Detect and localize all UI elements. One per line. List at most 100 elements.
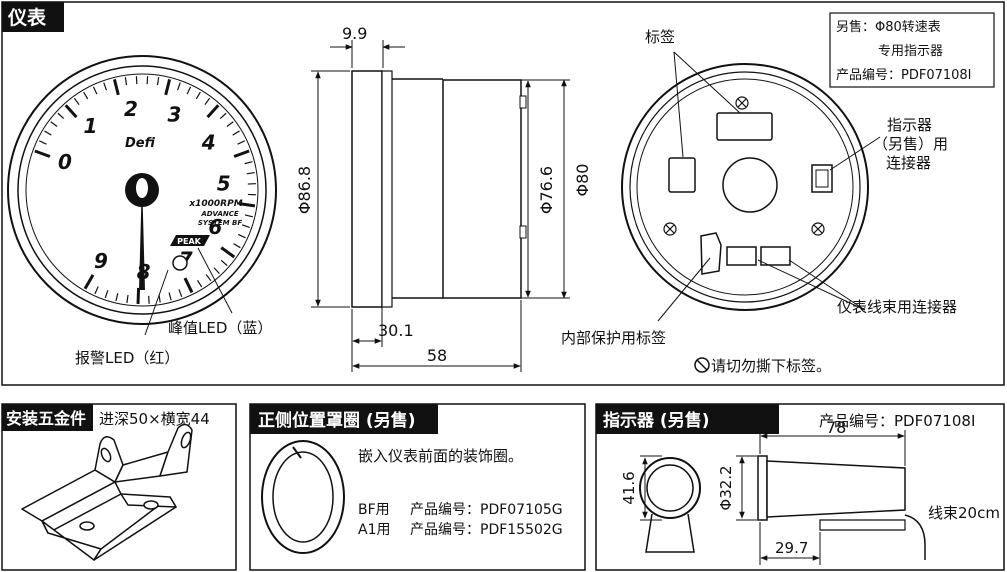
dial-tick bbox=[115, 293, 119, 302]
indicator-panel bbox=[595, 403, 1005, 571]
ring-bf-code: 产品编号：PDF07105G bbox=[410, 502, 563, 518]
gauge-side-view bbox=[311, 40, 570, 372]
note-box bbox=[829, 12, 995, 88]
dial-tick bbox=[44, 130, 52, 136]
ring-title-tag bbox=[250, 404, 438, 434]
gauge-back-view bbox=[621, 51, 881, 373]
dial-tick bbox=[197, 279, 203, 288]
dial-number: 5 bbox=[217, 172, 231, 196]
dial-number: 4 bbox=[201, 130, 216, 154]
dial-tick bbox=[237, 233, 246, 239]
prohibition-icon bbox=[694, 357, 710, 373]
dial-tick bbox=[186, 86, 192, 95]
needle bbox=[139, 178, 145, 290]
dial-tick bbox=[233, 243, 241, 249]
dial-number: 3 bbox=[168, 103, 182, 127]
dial-number: 6 bbox=[208, 215, 222, 239]
dial-tick bbox=[38, 140, 47, 145]
dial-number: 2 bbox=[124, 97, 138, 121]
dial-tick bbox=[57, 112, 65, 119]
bracket-spec: 进深50×横宽44 bbox=[99, 410, 210, 428]
dim-height: Φ86.8 bbox=[295, 166, 314, 214]
bracket-title: 安装五金件 bbox=[6, 409, 86, 428]
dial-tick bbox=[195, 91, 201, 100]
bracket-title-tag bbox=[2, 404, 93, 431]
indicator-connector-line2: （另售）用 bbox=[873, 135, 948, 153]
dial-number: 9 bbox=[94, 249, 108, 273]
internal-label-text: 内部保护用标签 bbox=[561, 329, 666, 347]
dial-number: 1 bbox=[84, 114, 98, 138]
dial-tick bbox=[156, 77, 160, 86]
main-title: 仪表 bbox=[7, 6, 47, 29]
ring-bf-prefix: BF用 bbox=[358, 502, 390, 518]
dial-tick bbox=[219, 112, 227, 119]
indicator-code: 产品编号：PDF07108I bbox=[819, 412, 975, 430]
dial-tick bbox=[136, 287, 141, 304]
dial-tick bbox=[104, 290, 109, 299]
dial-tick bbox=[124, 77, 128, 86]
dial-tick bbox=[83, 274, 95, 290]
dial-ticks bbox=[34, 76, 256, 304]
indicator-side bbox=[736, 430, 926, 565]
dial-tick bbox=[226, 121, 234, 127]
indicator-dim-diameter: Φ32.2 bbox=[717, 465, 735, 510]
dial-tick bbox=[244, 214, 253, 218]
indicator-front bbox=[639, 455, 701, 553]
dial-number: 0 bbox=[58, 150, 72, 174]
dial-tick bbox=[92, 86, 98, 95]
dial-tick bbox=[164, 79, 172, 96]
mounting-bracket bbox=[21, 423, 193, 561]
indicator-title-tag bbox=[596, 404, 779, 434]
needle-hub-inner bbox=[136, 178, 148, 198]
dial-tick bbox=[246, 171, 255, 175]
dial-tick bbox=[73, 97, 80, 106]
dial-tick bbox=[94, 286, 99, 295]
brand-logo: Defi bbox=[125, 136, 156, 151]
dial-tick bbox=[64, 104, 78, 119]
peak-led-label: 峰值LED（蓝） bbox=[168, 319, 272, 337]
dial-numbers: 0123456789 bbox=[58, 97, 231, 284]
peak-badge: PEAK bbox=[170, 235, 210, 246]
dial-tick bbox=[168, 292, 172, 301]
dial-tick bbox=[126, 294, 129, 304]
ring-desc: 嵌入仪表前面的装饰圈。 bbox=[358, 447, 523, 465]
label-tag-text: 标签 bbox=[645, 28, 675, 46]
dial-tick bbox=[178, 289, 183, 298]
bracket-panel bbox=[1, 403, 237, 571]
dial-tick bbox=[232, 130, 240, 136]
dial-tick bbox=[220, 246, 236, 259]
dim-bezel: Φ80 bbox=[573, 164, 592, 197]
dial-tick bbox=[112, 79, 120, 96]
dial-tick bbox=[213, 267, 220, 275]
dial-tick bbox=[83, 91, 89, 100]
harness-connector-label: 仪表线束用连接器 bbox=[837, 298, 957, 316]
dial-tick bbox=[220, 259, 228, 267]
peak-badge-text: PEAK bbox=[177, 237, 202, 246]
indicator-title: 指示器 (另售) bbox=[603, 410, 709, 431]
dial-tick bbox=[50, 121, 58, 127]
dial-tick bbox=[233, 149, 250, 158]
dial-tick bbox=[176, 82, 181, 91]
note-line3: 产品编号：PDF07108I bbox=[836, 68, 972, 83]
bezel-ring bbox=[261, 440, 345, 554]
dial-tick bbox=[238, 202, 256, 208]
dial-tick bbox=[103, 82, 108, 91]
dial-tick bbox=[34, 149, 51, 158]
ring-title: 正侧位置罩圈 (另售) bbox=[258, 410, 415, 431]
model-line2: SYSTEM BF bbox=[198, 219, 242, 227]
ring-a1-code: 产品编号：PDF15502G bbox=[410, 522, 563, 538]
unit-label: x1000RPM bbox=[188, 199, 242, 209]
dial-tick bbox=[183, 277, 194, 294]
dial-tick bbox=[206, 104, 220, 119]
indicator-connector-line3: 连接器 bbox=[886, 154, 931, 172]
warning-note: 请切勿撕下标签。 bbox=[711, 357, 831, 375]
dim-total-length: 58 bbox=[427, 346, 447, 365]
note-line2: 专用指示器 bbox=[878, 44, 943, 59]
dial-tick bbox=[205, 274, 212, 282]
model-line1: ADVANCE bbox=[200, 210, 239, 218]
ring-a1-prefix: A1用 bbox=[358, 522, 390, 538]
gauge-front: 0123456789 Defi x1000RPM ADVANCE SYSTEM … bbox=[7, 55, 277, 336]
indicator-harness: 线束20cm bbox=[928, 504, 1000, 522]
note-line1: 另售：Φ80转速表 bbox=[836, 19, 941, 35]
